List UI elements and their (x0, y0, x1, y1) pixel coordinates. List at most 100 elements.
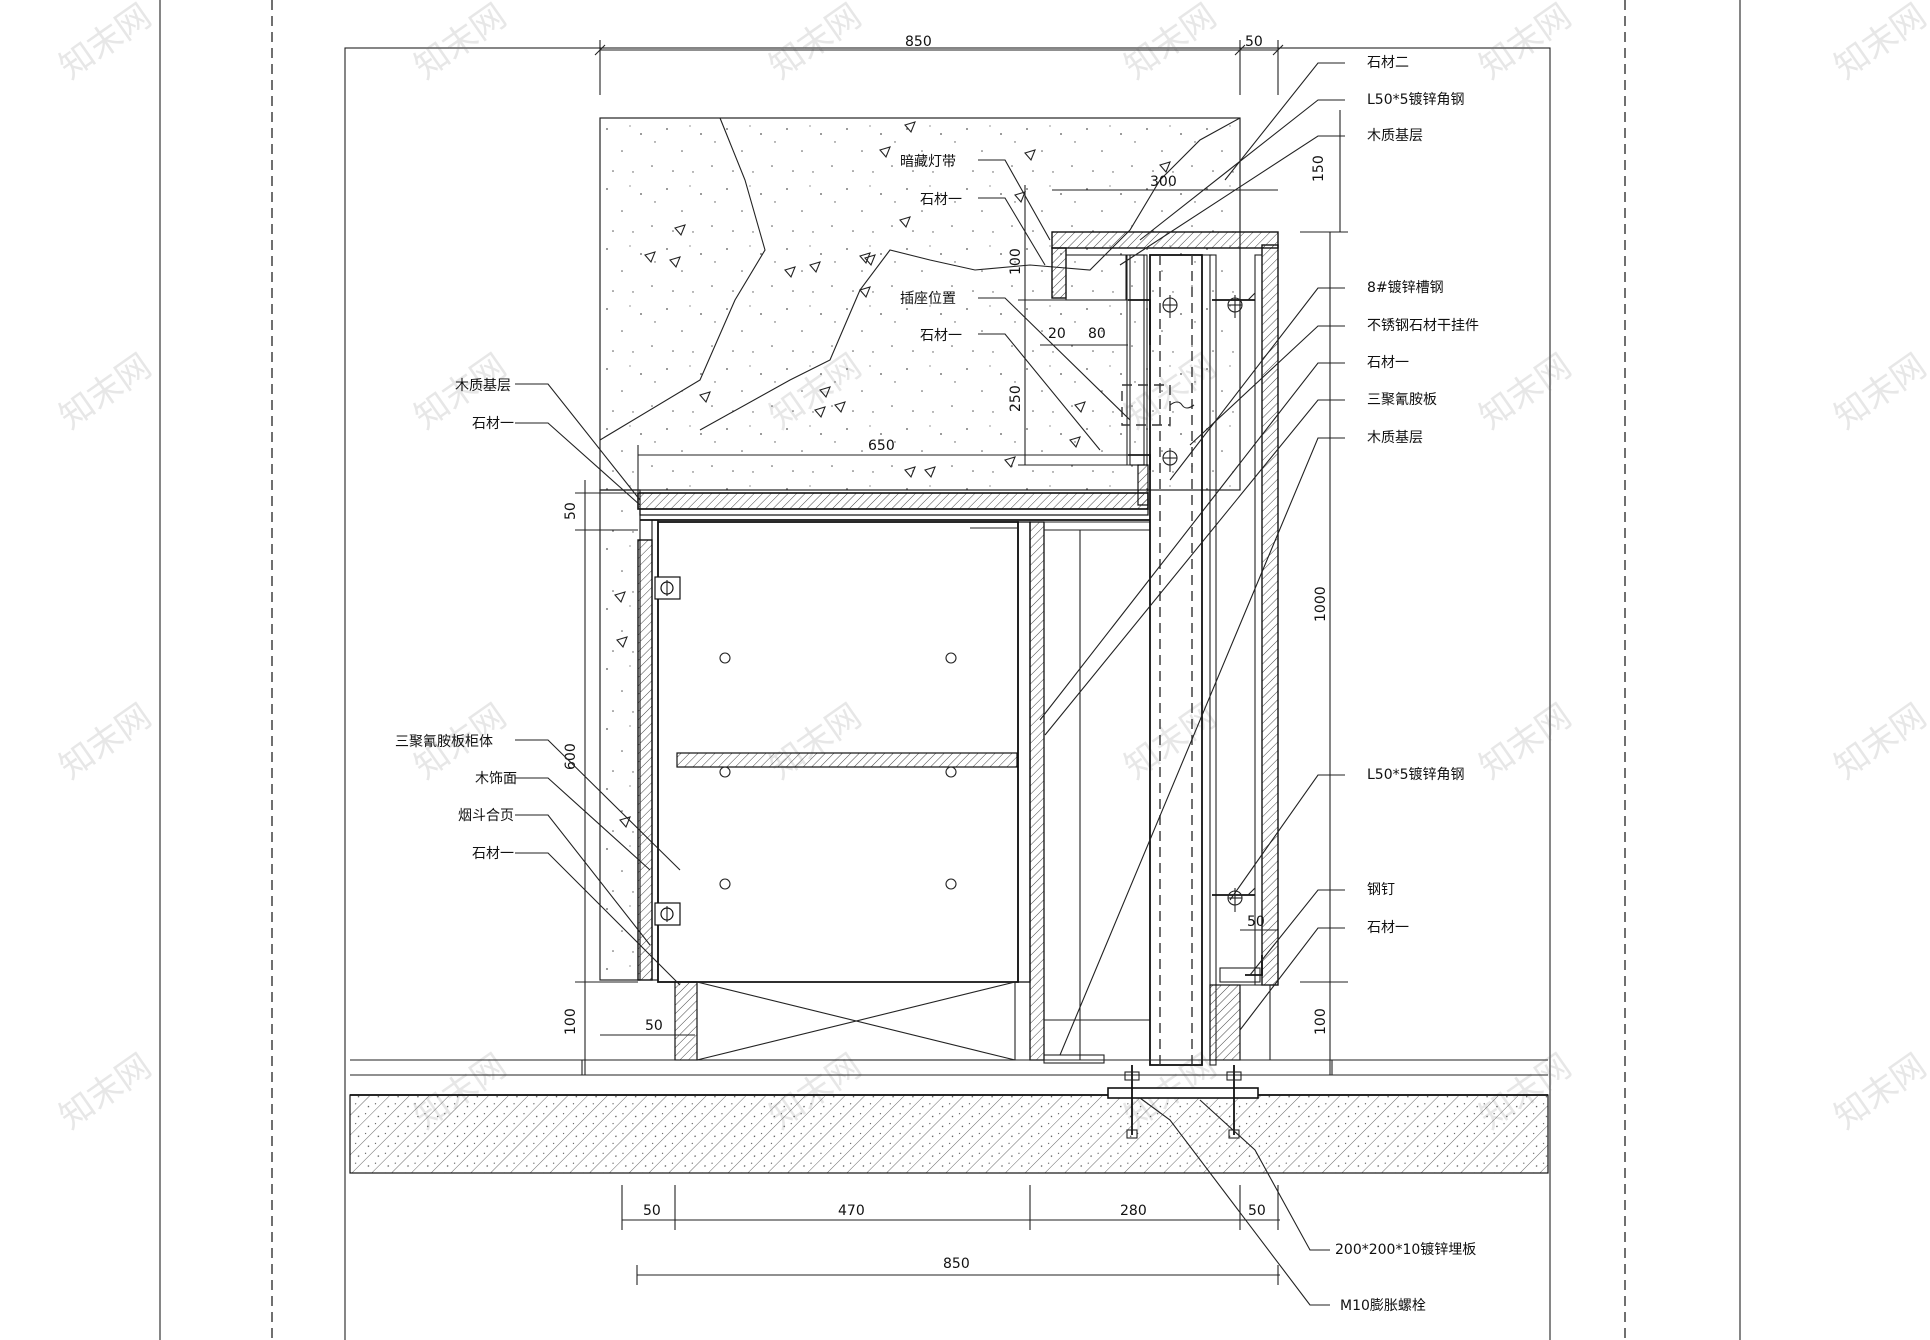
label-embed-plate: 200*200*10镀锌埋板 (1335, 1241, 1476, 1258)
aggregate-triangle (699, 391, 711, 404)
aggregate-triangle (809, 261, 821, 274)
concrete-wall (599, 117, 1241, 981)
dim-100-right: 100 (1313, 1008, 1329, 1035)
aggregate-triangle (614, 591, 626, 604)
sheet-frame (159, 0, 1741, 1340)
label-stone2: 石材二 (1367, 55, 1409, 71)
label-wood-base-left: 木质基层 (455, 377, 511, 394)
watermark-text: 知末网 (52, 346, 158, 437)
dim-50-base: 50 (645, 1018, 663, 1034)
bracket-bottom-icon (1212, 887, 1256, 912)
label-hidden-light: 暗藏灯带 (900, 154, 956, 170)
dim-1000: 1000 (1313, 586, 1329, 622)
label-stone1-c: 石材一 (1367, 355, 1409, 371)
hinge-top-icon (654, 576, 681, 600)
watermark-text: 知末网 (1827, 696, 1930, 787)
aggregate-triangle (1024, 149, 1036, 162)
watermark-text: 知末网 (762, 0, 868, 87)
dim-150: 150 (1311, 155, 1327, 182)
anchor-bolt-right-icon (1226, 1065, 1242, 1139)
aggregate-triangle (814, 406, 826, 419)
dimension-text: 850 50 300 150 100 20 80 250 650 50 1000… (563, 34, 1329, 1272)
aggregate-triangle (784, 266, 796, 279)
aggregate-triangle (864, 254, 876, 267)
watermark-text: 知末网 (1827, 346, 1930, 437)
dim-top-850: 850 (905, 34, 932, 50)
aggregate-triangle (619, 816, 631, 829)
leader-lines (515, 62, 1345, 1306)
aggregate-triangle (1004, 456, 1016, 469)
aggregate-triangle (1069, 436, 1081, 449)
watermark-text: 知末网 (52, 0, 158, 87)
label-ss-hanger: 不锈钢石材干挂件 (1367, 318, 1479, 334)
dim-650: 650 (868, 438, 895, 454)
aggregate-triangle (859, 252, 871, 265)
annotation-text: 石材二 L50*5镀锌角钢 木质基层 暗藏灯带 石材一 插座位置 石材一 8#镀… (395, 55, 1479, 1314)
watermark-text: 知末网 (407, 0, 513, 87)
dim-base-280: 280 (1120, 1203, 1147, 1219)
aggregate-triangle (924, 466, 936, 479)
dimension-lines (575, 40, 1348, 1285)
aggregate-marks (614, 121, 1171, 829)
label-angle-steel-bot: L50*5镀锌角钢 (1367, 766, 1465, 783)
dim-base-850: 850 (943, 1256, 970, 1272)
aggregate-triangle (904, 121, 916, 134)
aggregate-triangle (879, 146, 891, 159)
dim-600: 600 (563, 743, 579, 770)
label-anchor-bolt: M10膨胀螺栓 (1340, 1297, 1426, 1314)
label-channel-steel: 8#镀锌槽钢 (1367, 279, 1444, 296)
label-wood-base-top: 木质基层 (1367, 127, 1423, 144)
aggregate-triangle (859, 286, 871, 299)
watermark-text: 知末网 (1117, 696, 1223, 787)
dim-base-470: 470 (838, 1203, 865, 1219)
label-stone1-bot: 石材一 (1367, 920, 1409, 936)
dim-20: 20 (1048, 326, 1066, 342)
dim-80: 80 (1088, 326, 1106, 342)
aggregate-triangle (834, 401, 846, 414)
watermark-text: 知末网 (1827, 0, 1930, 87)
aggregate-triangle (674, 224, 686, 237)
aggregate-triangle (899, 216, 911, 229)
dim-top-50: 50 (1245, 34, 1263, 50)
floor-slab (349, 1059, 1549, 1174)
label-stone1-left2: 石材一 (472, 846, 514, 862)
label-socket: 插座位置 (900, 291, 956, 307)
anchor-bolt-left-icon (1124, 1065, 1140, 1139)
label-stone1-b: 石材一 (920, 328, 962, 344)
aggregate-triangle (669, 256, 681, 269)
label-angle-steel-top: L50*5镀锌角钢 (1367, 91, 1465, 108)
dim-50-right: 50 (1247, 914, 1265, 930)
label-wood-base-mid: 木质基层 (1367, 429, 1423, 446)
aggregate-triangle (616, 636, 628, 649)
watermark-text: 知末网 (762, 696, 868, 787)
watermark-text: 知末网 (52, 1046, 158, 1137)
watermark-text: 知末网 (1827, 1046, 1930, 1137)
aggregate-triangle (1074, 401, 1086, 414)
dim-50-left: 50 (563, 502, 579, 520)
aggregate-triangle (819, 386, 831, 399)
label-steel-nail: 钢钉 (1367, 882, 1395, 898)
label-wood-face: 木饰面 (475, 771, 517, 787)
dim-base-50a: 50 (643, 1203, 661, 1219)
dim-250: 250 (1008, 385, 1024, 412)
dim-300: 300 (1150, 174, 1177, 190)
aggregate-triangle (904, 466, 916, 479)
label-pvc-board: 三聚氰胺板 (1367, 392, 1437, 408)
aggregate-triangle (644, 251, 656, 264)
label-hinge: 烟斗合页 (458, 808, 514, 824)
label-stone1-a: 石材一 (920, 192, 962, 208)
dim-base-50b: 50 (1248, 1203, 1266, 1219)
label-pvc-cabinet: 三聚氰胺板柜体 (395, 734, 493, 750)
watermark-text: 知末网 (1117, 0, 1223, 87)
bracket-top-left-icon (1128, 295, 1178, 345)
watermark-text: 知末网 (1472, 346, 1578, 437)
dim-100-left: 100 (563, 1008, 579, 1035)
label-stone1-left: 石材一 (472, 416, 514, 432)
watermark-text: 知末网 (1472, 0, 1578, 87)
aggregate-triangle (1159, 161, 1171, 174)
dim-100-top: 100 (1008, 248, 1024, 275)
aggregate-triangle (1014, 191, 1026, 204)
hinge-bottom-icon (654, 902, 681, 926)
bracket-top-right-icon (1212, 292, 1256, 318)
